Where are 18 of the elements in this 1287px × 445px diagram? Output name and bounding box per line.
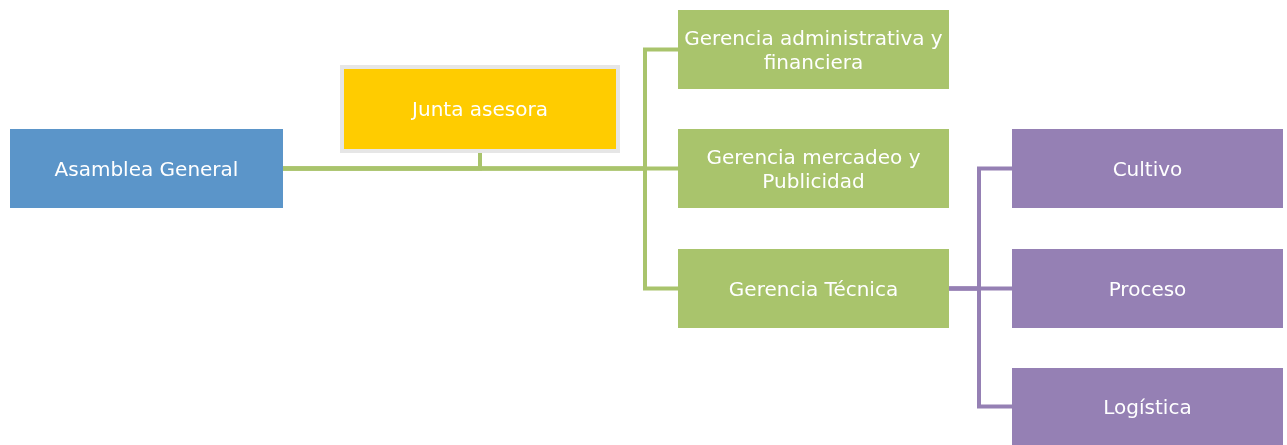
org-box: [1012, 368, 1283, 445]
box-label: Proceso: [1108, 276, 1187, 301]
connector-line: [949, 286, 1012, 409]
connector-line: [283, 166, 678, 291]
box-label: Asamblea General: [54, 156, 239, 181]
org-box: [340, 65, 620, 153]
org-box: [678, 249, 949, 328]
box-label: Cultivo: [1112, 156, 1183, 181]
box-label: Gerencia mercadeo y Publicidad: [705, 144, 922, 193]
org-box: [1012, 249, 1283, 328]
box-label: Gerencia Técnica: [728, 276, 899, 301]
box-label: Junta asesora: [412, 97, 548, 121]
org-box: [678, 129, 949, 208]
org-box: [10, 129, 283, 208]
box-label: Logística: [1103, 394, 1192, 419]
box-label: Gerencia administrativa y financiera: [683, 25, 944, 74]
org-box: [1012, 129, 1283, 208]
org-box: [678, 10, 949, 89]
